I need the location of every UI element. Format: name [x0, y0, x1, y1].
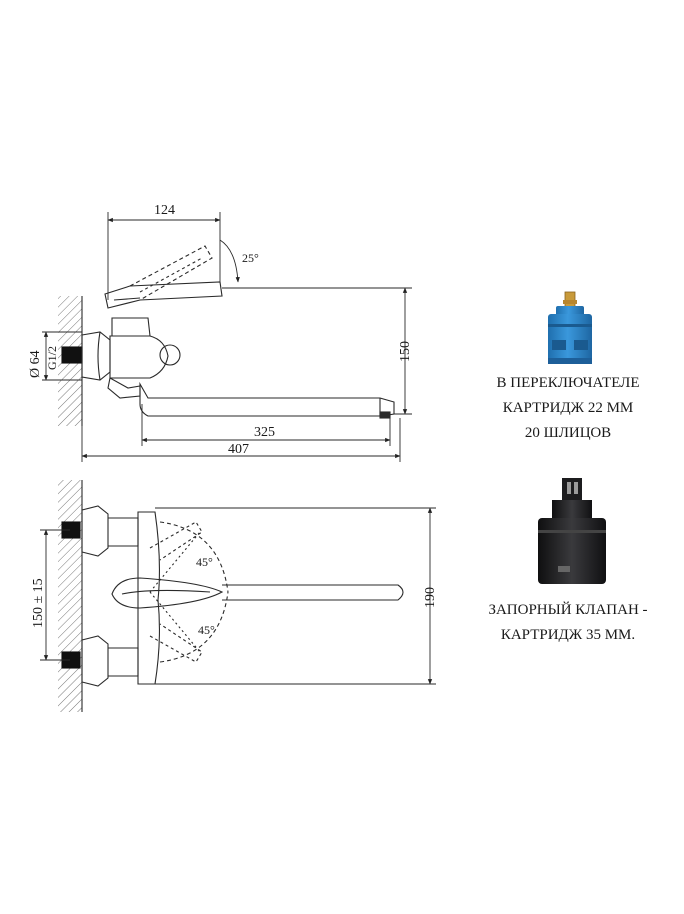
wall-hatch-front	[58, 480, 82, 712]
dim-g12: G1/2	[45, 346, 59, 370]
lever-front	[111, 577, 224, 609]
cartridge-22mm-caption: В ПЕРЕКЛЮЧАТЕЛЕ КАРТРИДЖ 22 ММ 20 ШЛИЦОВ	[468, 371, 668, 446]
side-view	[58, 245, 395, 426]
dim-angle-45-upper: 45°	[196, 555, 213, 569]
caption-line: 20 ШЛИЦОВ	[524, 425, 612, 441]
dim-angle-25: 25°	[242, 251, 259, 265]
dim-diameter-64: Ø 64	[28, 350, 43, 378]
dim-center-150: 150 ± 15	[31, 578, 46, 628]
spout-side	[139, 381, 395, 417]
caption-line: КАРТРИДЖ 35 ММ.	[500, 627, 636, 643]
dim-407: 407	[228, 442, 249, 457]
spout-front	[222, 584, 404, 601]
dim-angle-45-lower: 45°	[198, 623, 215, 637]
cartridge-35mm-image	[538, 478, 606, 584]
front-view	[58, 480, 404, 712]
eccentric-top	[61, 346, 83, 364]
dim-150-height: 150	[398, 341, 413, 362]
cartridge-22mm-image	[548, 291, 592, 364]
caption-line: КАРТРИДЖ 22 ММ	[502, 400, 634, 416]
dim-325: 325	[254, 425, 275, 440]
caption-line: ЗАПОРНЫЙ КЛАПАН -	[488, 602, 648, 618]
dim-190: 190	[423, 587, 438, 608]
front-dimensions	[40, 507, 436, 685]
cartridge-35mm-caption: ЗАПОРНЫЙ КЛАПАН - КАРТРИДЖ 35 ММ.	[468, 598, 668, 648]
side-dimensions	[42, 212, 412, 462]
dim-124: 124	[154, 203, 175, 218]
caption-line: В ПЕРЕКЛЮЧАТЕЛЕ	[496, 375, 640, 391]
